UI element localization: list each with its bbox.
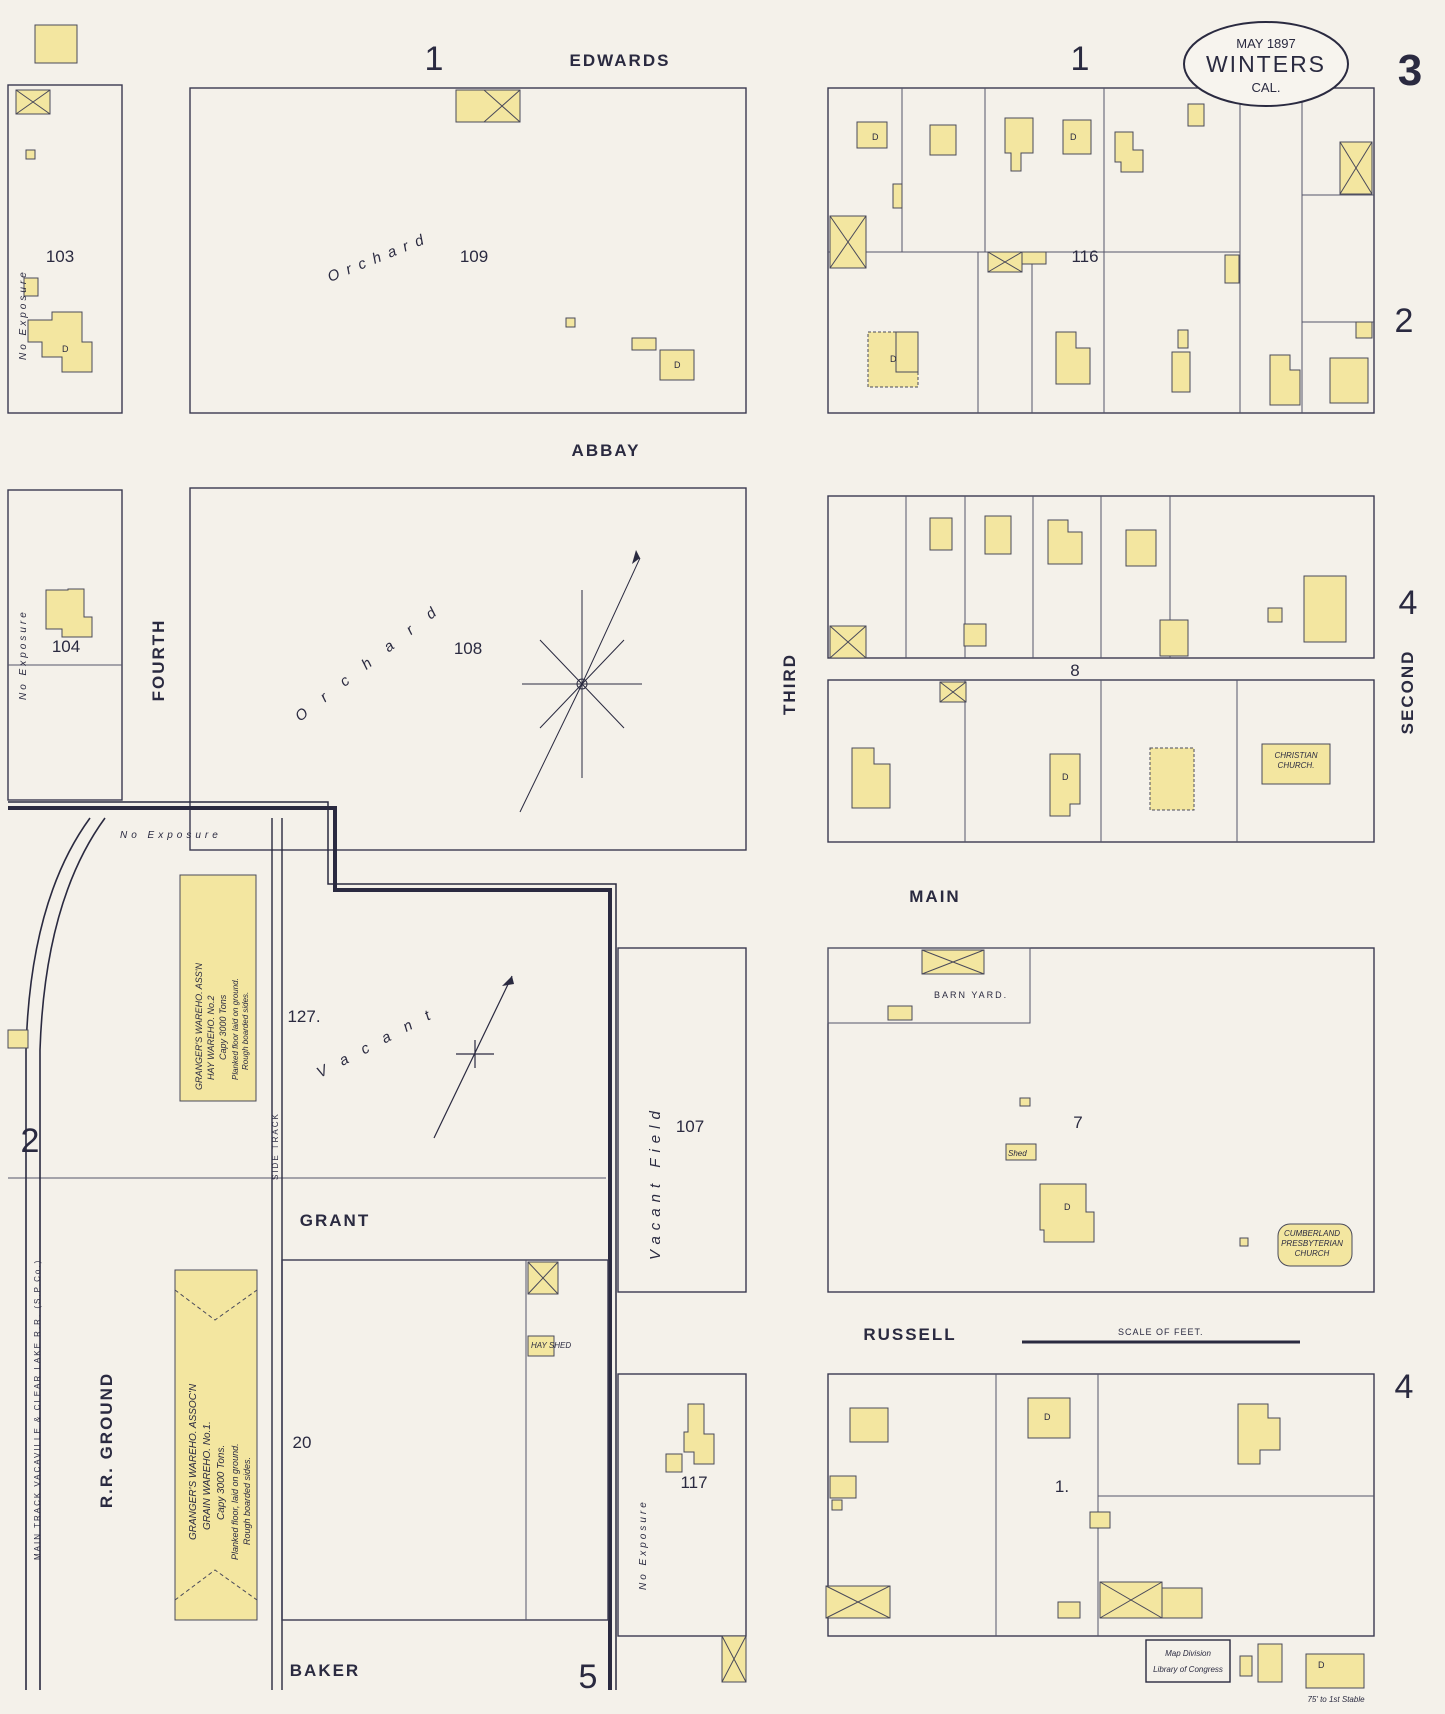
adjacent-sheet-left: 2 <box>21 1122 40 1160</box>
street-edwards: EDWARDS <box>570 51 671 70</box>
block-number-116: 116 <box>1071 247 1098 266</box>
adjacent-sheet-right-top: 2 <box>1395 302 1414 340</box>
block-number-117: 117 <box>680 1473 707 1492</box>
block-number-1: 1. <box>1055 1477 1069 1496</box>
dwelling-label: D <box>1318 1660 1325 1670</box>
town-name: WINTERS <box>1206 51 1326 77</box>
block-number-104: 104 <box>52 637 80 656</box>
block-number-108: 108 <box>454 639 482 658</box>
block-number-127: 127. <box>287 1007 320 1026</box>
warehouse1-line5: Rough boarded sides. <box>242 1457 252 1545</box>
block-107-outline <box>617 947 747 1293</box>
cumberland-church-line1: CUMBERLAND <box>1284 1229 1340 1238</box>
dwelling-label: D <box>1064 1202 1071 1212</box>
label-main-track: MAIN TRACK VACAVILLE & CLEAR LAKE R.R. (… <box>33 1259 42 1560</box>
street-third: THIRD <box>780 653 799 715</box>
rr-property-line <box>8 806 612 1690</box>
street-main: MAIN <box>909 887 960 906</box>
adjacent-sheet-top-left: 1 <box>425 40 444 78</box>
compass-rose-icon <box>519 557 642 813</box>
north-arrow-small-icon <box>502 976 514 986</box>
library-stamp <box>1145 1639 1231 1683</box>
granger-grain-warehouse-1 <box>174 1269 258 1621</box>
warehouse2-line3: Capy 3000 Tons <box>218 994 228 1060</box>
dwelling-label: D <box>1062 772 1069 782</box>
dwelling-label: D <box>872 132 879 142</box>
dwelling-label: D <box>62 344 69 354</box>
block-104-outline <box>7 489 123 801</box>
label-no-exposure-103: No Exposure <box>18 269 29 360</box>
block-109-outline <box>189 87 747 414</box>
street-russell: RUSSELL <box>863 1325 956 1344</box>
warehouse2-line4: Planked floor laid on ground. <box>231 978 240 1080</box>
cumberland-church-line3: CHURCH <box>1295 1249 1330 1258</box>
warehouse2-line2: HAY WAREHO. No.2 <box>206 995 216 1080</box>
block-1-outline <box>827 1373 1375 1637</box>
state-name: CAL. <box>1252 80 1281 95</box>
label-vacant-field: Vacant Field <box>647 1105 664 1260</box>
granger-hay-warehouse-2 <box>179 874 257 1102</box>
label-shed: Shed <box>1008 1149 1027 1158</box>
adjacent-sheet-right-bottom: 4 <box>1395 1368 1414 1406</box>
warehouse1-line2: GRAIN WAREHO. No.1. <box>202 1421 213 1530</box>
block-108-outline <box>189 487 747 851</box>
warehouse1-line1: GRANGER'S WAREHO. ASSOC'N <box>188 1383 199 1540</box>
label-scale-of-feet: SCALE OF FEET. <box>1118 1327 1204 1337</box>
adjacent-sheet-top-right: 1 <box>1071 40 1090 78</box>
block-number-109: 109 <box>460 247 488 266</box>
label-side-track: SIDE TRACK <box>271 1112 280 1180</box>
warehouse1-line4: Planked floor, laid on ground. <box>230 1443 240 1560</box>
sheet-number: 3 <box>1398 46 1422 95</box>
label-rr-ground: R.R. GROUND <box>97 1372 116 1508</box>
block-117-outline <box>617 1373 747 1637</box>
block-number-107: 107 <box>676 1117 704 1136</box>
dwelling-label: D <box>674 360 681 370</box>
label-no-exposure-104: No Exposure <box>18 609 29 700</box>
north-arrow-icon <box>632 550 640 564</box>
street-grant: GRANT <box>300 1211 370 1230</box>
warehouse1-line3: Capy 3000 Tons. <box>216 1445 227 1520</box>
block-number-8: 8 <box>1070 661 1079 680</box>
street-abbay: ABBAY <box>572 441 641 460</box>
label-no-exposure-top: No Exposure <box>120 830 222 841</box>
map-date: MAY 1897 <box>1236 36 1296 51</box>
adjacent-sheet-right-mid: 4 <box>1399 584 1418 622</box>
block-103-outline <box>7 84 123 414</box>
block-20-outline <box>281 1259 609 1621</box>
stable-note: 75' to 1st Stable <box>1307 1695 1365 1704</box>
christian-church-line1: CHRISTIAN <box>1274 751 1317 760</box>
christian-church-line2: CHURCH. <box>1278 761 1315 770</box>
adjacent-sheet-bottom: 5 <box>579 1658 598 1696</box>
dwelling-label: D <box>1070 132 1077 142</box>
stamp-line2: Library of Congress <box>1153 1665 1223 1674</box>
label-no-exposure-117: No Exposure <box>638 1499 649 1590</box>
building-topleft <box>34 24 78 64</box>
stamp-line1: Map Division <box>1165 1649 1211 1658</box>
block-number-7: 7 <box>1073 1113 1082 1132</box>
street-second: SECOND <box>1398 650 1417 735</box>
block-116-outline <box>827 87 1375 414</box>
warehouse2-line5: Rough boarded sides. <box>241 992 250 1070</box>
title-cartouche <box>1183 21 1349 107</box>
block-7-outline <box>827 947 1375 1293</box>
compass-small-icon <box>433 975 513 1139</box>
dwelling-label: D <box>1044 1412 1051 1422</box>
street-baker: BAKER <box>290 1661 360 1680</box>
block-number-20: 20 <box>293 1433 312 1452</box>
main-track-curve <box>39 817 106 1690</box>
warehouse2-line1: GRANGER'S WAREHO. ASS'N <box>194 963 204 1090</box>
block-number-103: 103 <box>46 247 74 266</box>
cumberland-church-line2: PRESBYTERIAN <box>1281 1239 1343 1248</box>
label-barn-yard: BARN YARD. <box>934 990 1008 1000</box>
street-fourth: FOURTH <box>149 619 168 702</box>
label-hay-shed: HAY SHED <box>531 1341 571 1350</box>
dwelling-label: D <box>890 354 897 364</box>
